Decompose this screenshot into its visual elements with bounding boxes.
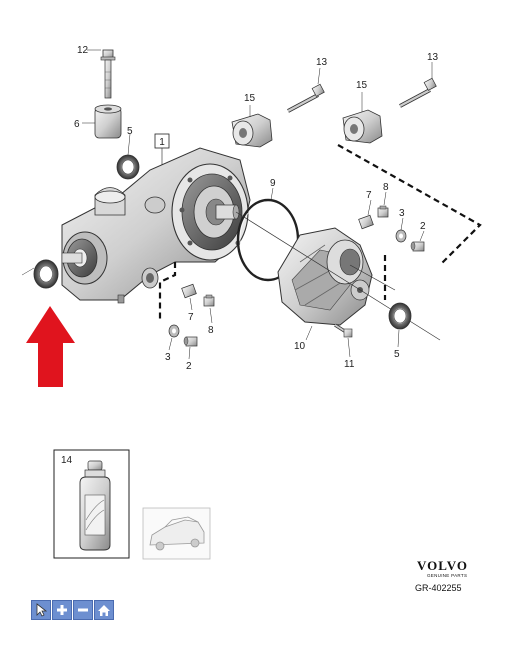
callout-2-left: 2 [186,361,192,372]
car-icon [149,516,205,551]
oil-bottle-panel: 14 [53,449,130,559]
callout-8-right: 8 [383,182,389,193]
zoom-out-button[interactable] [73,600,93,620]
dashed-assembly-lines [158,144,482,322]
red-arrow-indicator [26,306,75,387]
plug-7-left [181,283,197,299]
seal-5-upper [116,154,140,180]
home-button[interactable] [94,600,114,620]
bolt-13-left [287,83,325,113]
bushing-15-right [342,109,383,144]
bolt-11 [334,323,353,338]
bolt-12 [100,49,116,99]
oil-bottle-icon [79,460,111,551]
bolt-13-right [399,77,437,108]
home-icon [98,604,110,616]
zoom-in-icon [57,605,67,615]
callout-13-left: 13 [316,57,328,68]
brand-tagline: GENUINE PARTS [427,573,467,578]
callout-14: 14 [61,455,73,466]
washer-3-left [168,324,180,338]
seal-left [21,259,59,289]
callout-5-right: 5 [394,349,400,360]
callout-5-upper: 5 [127,126,133,137]
viewer-toolbar [31,600,114,620]
callout-1: 1 [159,137,165,148]
callout-13-right: 13 [427,52,439,63]
diagram-reference: GR-402255 [415,583,462,593]
callout-3-left: 3 [165,352,171,363]
brand-logo: VOLVO [417,558,468,573]
bushing-6 [94,104,122,139]
callout-labels [82,49,433,360]
callout-12: 12 [77,45,89,56]
plug-2-left [183,336,198,347]
washer-3-right [395,229,407,243]
callout-11: 11 [344,359,355,370]
cursor-button[interactable] [31,600,51,620]
cursor-icon [36,603,47,617]
seal-5-right [388,302,412,330]
callout-3-right: 3 [399,208,405,219]
callout-7-right: 7 [366,190,372,201]
callout-9: 9 [270,178,276,189]
plug-7-right [358,214,374,230]
callout-15-left: 15 [244,93,256,104]
plug-8-left [203,294,215,307]
callout-6: 6 [74,119,80,130]
callout-10: 10 [294,341,306,352]
plug-2-right [410,241,425,252]
rear-cover-10 [277,227,396,326]
volvo-logo: VOLVO GENUINE PARTS GR-402255 [415,558,468,593]
callout-8-left: 8 [208,325,214,336]
bushing-15-left [231,113,273,148]
callout-numbers: 12 6 5 13 15 15 13 9 7 8 3 2 7 8 3 2 10 … [74,45,439,372]
zoom-in-button[interactable] [52,600,72,620]
callout-1-box: 1 [154,133,170,165]
callout-15-right: 15 [356,80,368,91]
callout-7-left: 7 [188,312,194,323]
zoom-out-icon [78,608,88,612]
differential-housing [61,147,251,304]
plug-8-right [377,205,389,218]
vehicle-thumbnail [142,507,211,560]
callout-2-right: 2 [420,221,426,232]
